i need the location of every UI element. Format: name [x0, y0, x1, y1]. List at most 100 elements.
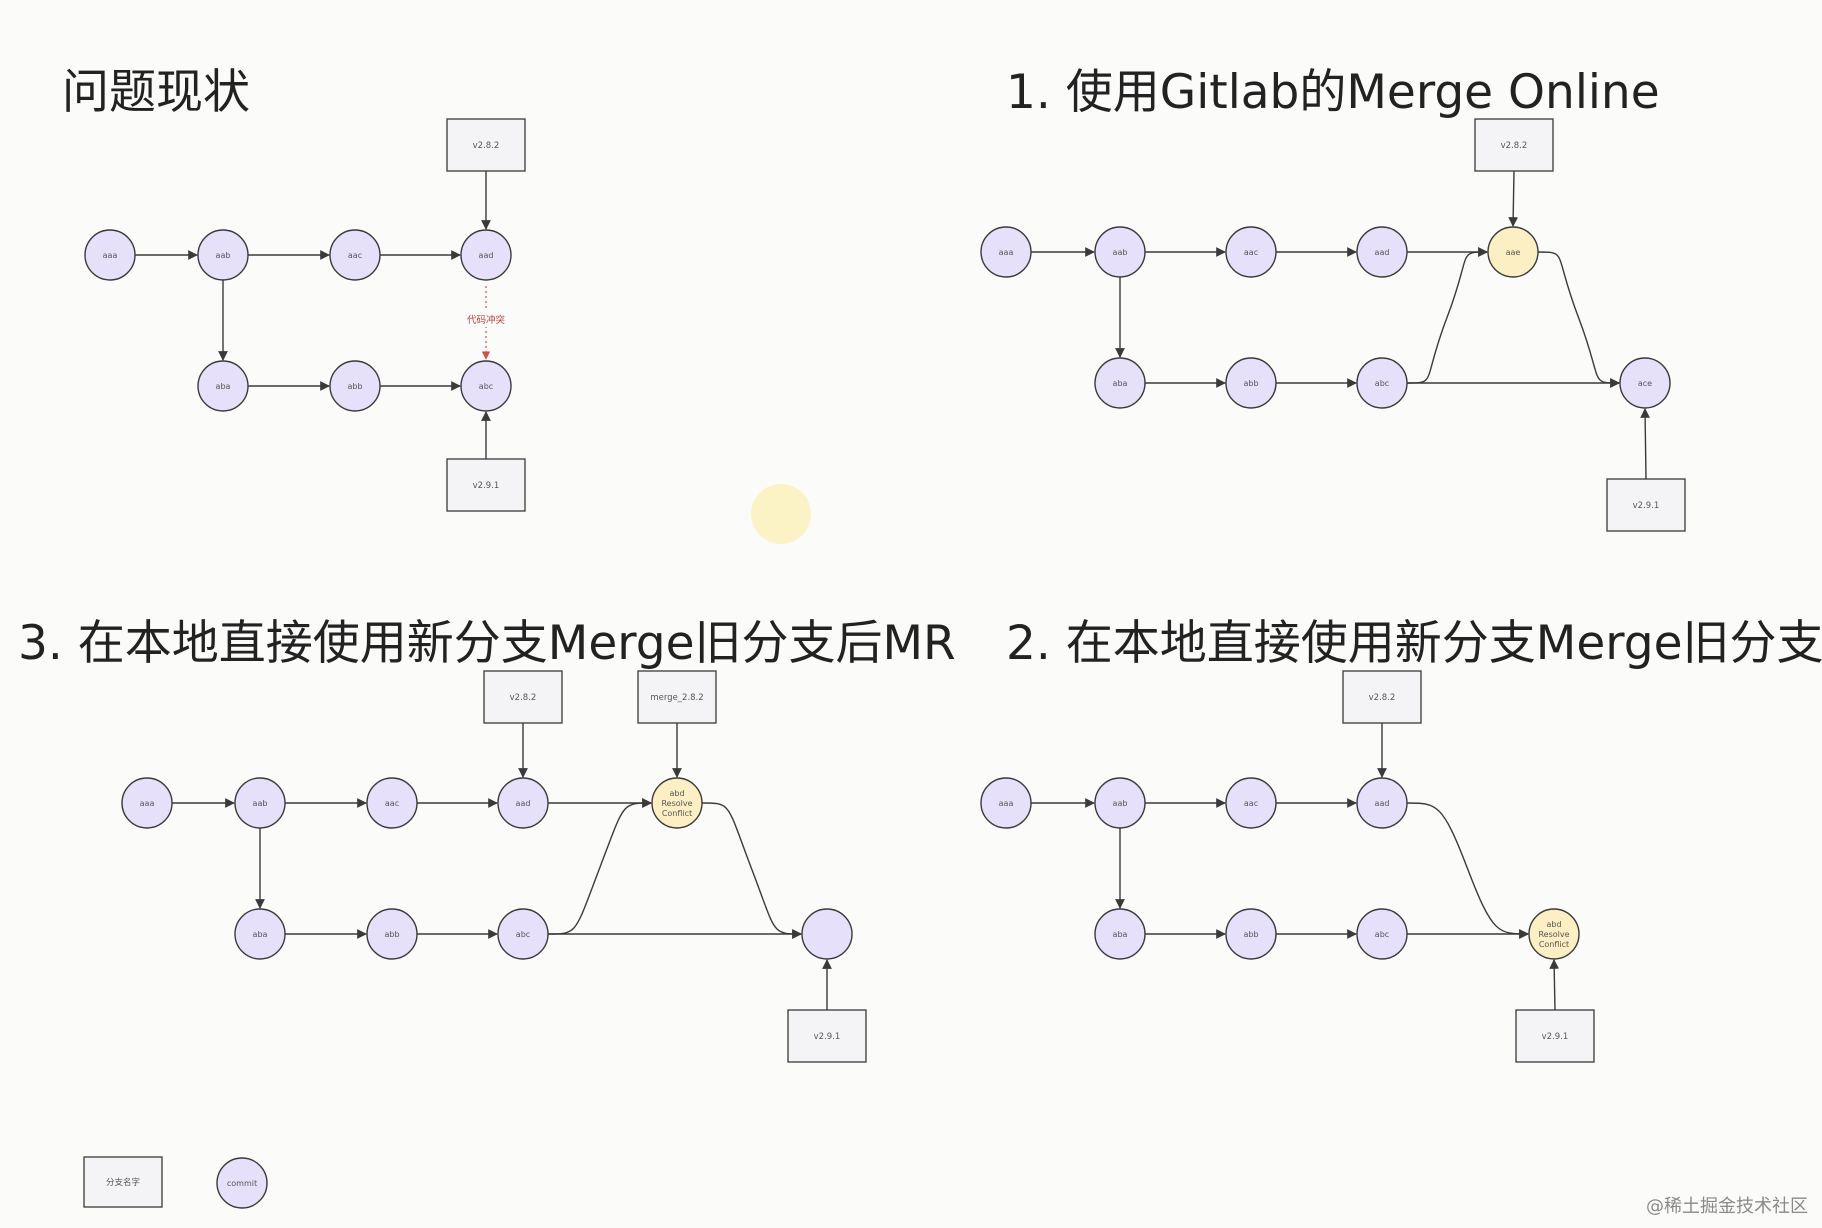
merge-edge	[1406, 802, 1529, 939]
commit-node-aba: aba	[234, 908, 286, 960]
panel-title: 2. 在本地直接使用新分支Merge旧分支	[1006, 616, 1822, 671]
commit-node-aaa: aaa	[84, 229, 136, 281]
branch-tag-label: v2.9.1	[1633, 501, 1660, 511]
commit-circle	[1356, 357, 1408, 409]
commit-circle	[84, 229, 136, 281]
commit-node-aba: aba	[1094, 357, 1146, 409]
branch-tag-rect	[637, 670, 717, 724]
commit-label: ace	[1638, 379, 1652, 388]
commit-circle	[460, 360, 512, 412]
branch-tag-label: v2.8.2	[1369, 693, 1396, 703]
commit-label: aaa	[140, 799, 155, 808]
commit-circle	[1225, 777, 1277, 829]
commit-label: aba	[216, 382, 231, 391]
commit-node-aba: aba	[1094, 908, 1146, 960]
commit-node-abb: abb	[366, 908, 418, 960]
commit-node-aad: aad	[1356, 226, 1408, 278]
commit-circle	[1528, 908, 1580, 960]
commit-label: abb	[1243, 930, 1258, 939]
branch-tag-label: v2.9.1	[814, 1032, 841, 1042]
commit-node-aba: aba	[197, 360, 249, 412]
commit-circle	[497, 777, 549, 829]
commit-circle	[1094, 226, 1146, 278]
commit-node-aab: aab	[1094, 777, 1146, 829]
commit-circle	[329, 360, 381, 412]
commit-circle	[1225, 908, 1277, 960]
branch-tag-label: v2.8.2	[510, 693, 537, 703]
commit-label: aaa	[999, 248, 1014, 257]
commit-label: Conflict	[1539, 940, 1569, 949]
commit-label: aab	[216, 251, 231, 260]
commit-label: aab	[1113, 799, 1128, 808]
commit-node-abb: abb	[329, 360, 381, 412]
commit-circle	[801, 908, 853, 960]
branch-tag-label: merge_2.8.2	[650, 693, 703, 703]
commit-label: aaa	[999, 799, 1014, 808]
commit-label: aad	[479, 251, 494, 260]
legend-box-label: 分支名字	[106, 1177, 140, 1188]
panel-local-merge-then-mr: 3. 在本地直接使用新分支Merge旧分支后MR v2.8.2 merge_2.8.…	[18, 616, 956, 1063]
commit-circle	[1094, 777, 1146, 829]
commit-node-aae: aae	[1487, 226, 1539, 278]
commit-node-abc: abc	[460, 360, 512, 412]
commit-circle	[1225, 226, 1277, 278]
commit-circle	[366, 908, 418, 960]
merge-edge	[1406, 247, 1488, 384]
commit-circle	[460, 229, 512, 281]
commit-circle	[497, 908, 549, 960]
tag-pointer	[1640, 408, 1651, 480]
commit-circle	[1094, 357, 1146, 409]
panel-title: 问题现状	[62, 65, 250, 120]
commit-node-abc: abc	[1356, 908, 1408, 960]
commit-circle	[329, 229, 381, 281]
commit-label: abc	[479, 382, 493, 391]
commit-label: aac	[385, 799, 399, 808]
branch-tag-box: v2.9.1	[446, 458, 526, 512]
commit-label: aad	[1375, 248, 1390, 257]
legend-node	[216, 1157, 268, 1209]
branch-tag-box: v2.8.2	[483, 670, 563, 724]
commit-label: Resolve	[1538, 930, 1569, 939]
commit-circle	[980, 777, 1032, 829]
commit-node-aaa: aaa	[121, 777, 173, 829]
panel-local-merge: 2. 在本地直接使用新分支Merge旧分支 v2.8.2 v2.9.1 aaa aab a…	[980, 616, 1822, 1063]
commit-circle	[234, 908, 286, 960]
merge-edge	[701, 802, 802, 939]
commit-node-end	[801, 908, 853, 960]
commit-circle	[1356, 908, 1408, 960]
commit-label: abc	[1375, 379, 1389, 388]
commit-node-aab: aab	[234, 777, 286, 829]
commit-node-abc: abc	[1356, 357, 1408, 409]
branch-tag-label: v2.8.2	[473, 141, 500, 151]
branch-tag-box: v2.9.1	[1515, 1009, 1595, 1063]
commit-circle	[651, 777, 703, 829]
tag-pointer	[1508, 170, 1519, 227]
commit-label: aba	[1113, 379, 1128, 388]
commit-label: abb	[384, 930, 399, 939]
conflict-label: 代码冲突	[467, 314, 506, 326]
commit-circle	[197, 229, 249, 281]
commit-node-aac: aac	[1225, 777, 1277, 829]
decorative-dot	[751, 484, 811, 544]
commit-label: aba	[253, 930, 268, 939]
commit-label: abd	[669, 789, 684, 798]
commit-label: aab	[1113, 248, 1128, 257]
panel-title: 3. 在本地直接使用新分支Merge旧分支后MR	[18, 616, 956, 671]
commit-label: abc	[1375, 930, 1389, 939]
branch-tag-label: v2.9.1	[473, 481, 500, 491]
commit-label: aad	[516, 799, 531, 808]
watermark: @稀土掘金技术社区	[1646, 1196, 1808, 1217]
commit-circle	[366, 777, 418, 829]
branch-tag-rect	[446, 458, 526, 512]
commit-label: aac	[1244, 248, 1258, 257]
branch-tag-label: v2.8.2	[1501, 141, 1528, 151]
branch-tag-box: v2.9.1	[787, 1009, 867, 1063]
commit-node-ace: ace	[1619, 357, 1671, 409]
commit-label: abc	[516, 930, 530, 939]
branch-tag-label: v2.9.1	[1542, 1032, 1569, 1042]
